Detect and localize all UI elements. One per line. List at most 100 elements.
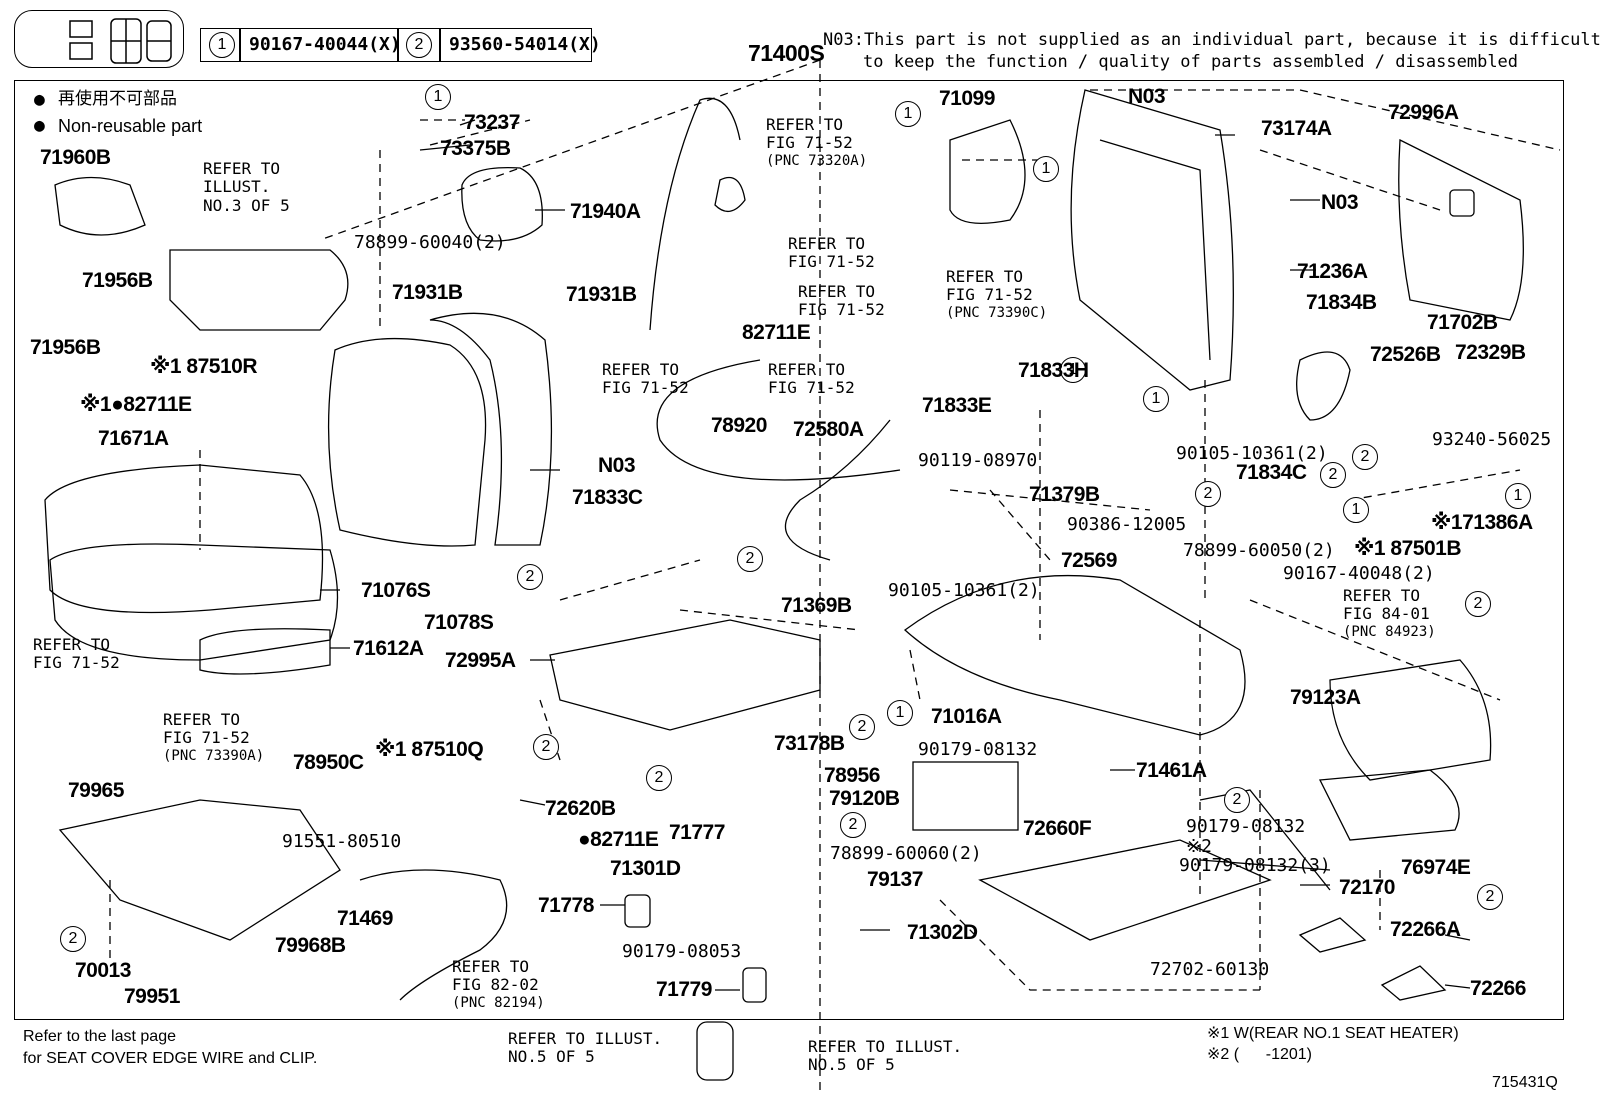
callout-2: 2 [1477,884,1503,910]
part-label: 72266 [1470,977,1526,1000]
part-label: 72329B [1455,341,1526,364]
part-label: 78899-60050(2) [1183,540,1335,561]
callout-1: 1 [425,84,451,110]
part-label: 71236A [1297,260,1368,283]
callout-2: 2 [849,714,875,740]
part-label: N03 [1128,85,1166,108]
callout-2: 2 [1195,481,1221,507]
part-label: 71099 [939,87,995,110]
part-label: 73178B [774,732,845,755]
part-label: 72620B [545,797,616,820]
callout-2: 2 [517,564,543,590]
part-label: 78950C [293,751,364,774]
footer-note-line2: for SEAT COVER EDGE WIRE and CLIP. [23,1050,318,1067]
part-label: 79123A [1290,686,1361,709]
part-label: 72702-60130 [1150,959,1270,980]
part-label: 71702B [1427,311,1498,334]
callout-1: 1 [887,700,913,726]
part-label: 70013 [75,959,131,982]
callout-1: 1 [1343,497,1369,523]
callout-1: 1 [1505,483,1531,509]
n03-note-line1: N03:This part is not supplied as an indi… [823,30,1601,50]
legend-bullet-jp: ● [34,89,45,110]
part-label: ●82711E [578,828,659,851]
part-label: 71834B [1306,291,1377,314]
part-label: 71833E [922,394,992,417]
part-label: 82711E [742,321,811,344]
part-label: 76974E [1401,856,1471,879]
callout-2: 2 [646,765,672,791]
code-part-1: 90167-40044(X) [249,34,401,55]
part-label: 72170 [1339,876,1395,899]
part-label: 90105-10361(2) [1176,443,1328,464]
part-label: 78899-60040(2) [354,232,506,253]
part-label: 71956B [82,269,153,292]
code-circle-2: 2 [406,32,432,58]
part-label: 90386-12005 [1067,514,1187,535]
part-label: 71016A [931,705,1002,728]
part-label: 72266A [1390,918,1461,941]
callout-2: 2 [1352,444,1378,470]
part-label: 79965 [68,779,124,802]
part-label: 71956B [30,336,101,359]
part-label: 71931B [566,283,637,306]
code-part-2: 93560-54014(X) [449,34,601,55]
part-label: ※1 87501B [1354,537,1462,560]
callout-2: 2 [1224,787,1250,813]
part-label: 72526B [1370,343,1441,366]
part-label: 72996A [1388,101,1459,124]
n03-note-line2: to keep the function / quality of parts … [863,52,1519,72]
part-label: 79120B [829,787,900,810]
part-label: ※1 87510R [150,355,258,378]
callout-2: 2 [533,734,559,760]
part-label: 71960B [40,146,111,169]
part-label: 79968B [275,934,346,957]
part-label: 73375B [440,137,511,160]
part-label: 93240-56025 [1432,429,1552,450]
footnote-1: ※1 W(REAR NO.1 SEAT HEATER) [1207,1025,1459,1042]
part-label: 71301D [610,857,681,880]
part-label: 71076S [361,579,431,602]
part-label: 90179-08132 [1186,816,1306,837]
part-label: 73237 [464,111,520,134]
legend-bullet-en: ● [34,115,45,136]
part-label: 79951 [124,985,180,1008]
part-label: 71469 [337,907,393,930]
callout-2: 2 [1320,462,1346,488]
part-label: ※2 [1186,836,1212,857]
part-label: ※1●82711E [80,393,192,416]
callout-2: 2 [60,926,86,952]
callout-2: 2 [737,546,763,572]
part-label: ※171386A [1431,511,1533,534]
part-label: 71302D [907,921,978,944]
part-label: 90179-08132(3) [1179,855,1331,876]
callout-2: 2 [1465,591,1491,617]
part-label: 90179-08053 [622,941,742,962]
legend-jp: 再使用不可部品 [58,89,177,109]
part-label: 79137 [867,868,923,891]
code-circle-1: 1 [209,32,235,58]
callout-1: 1 [895,101,921,127]
callout-1: 1 [1143,386,1169,412]
part-label: 90179-08132 [918,739,1038,760]
part-label: 71779 [656,978,712,1001]
ref-note: REFER TO ILLUST.NO.5 OF 5 [808,1037,963,1075]
part-label: 90105-10361(2) [888,580,1040,601]
part-label: ※1 87510Q [375,738,484,761]
part-label: 91551-80510 [282,831,402,852]
assembly-part-number: 71400S [748,40,825,66]
part-label: 71833C [572,486,643,509]
part-label: 71078S [424,611,494,634]
drawing-frame [14,80,1564,1020]
part-label: 73174A [1261,117,1332,140]
footnote-2: ※2 ( -1201) [1207,1046,1312,1063]
legend-en: Non-reusable part [58,116,203,136]
